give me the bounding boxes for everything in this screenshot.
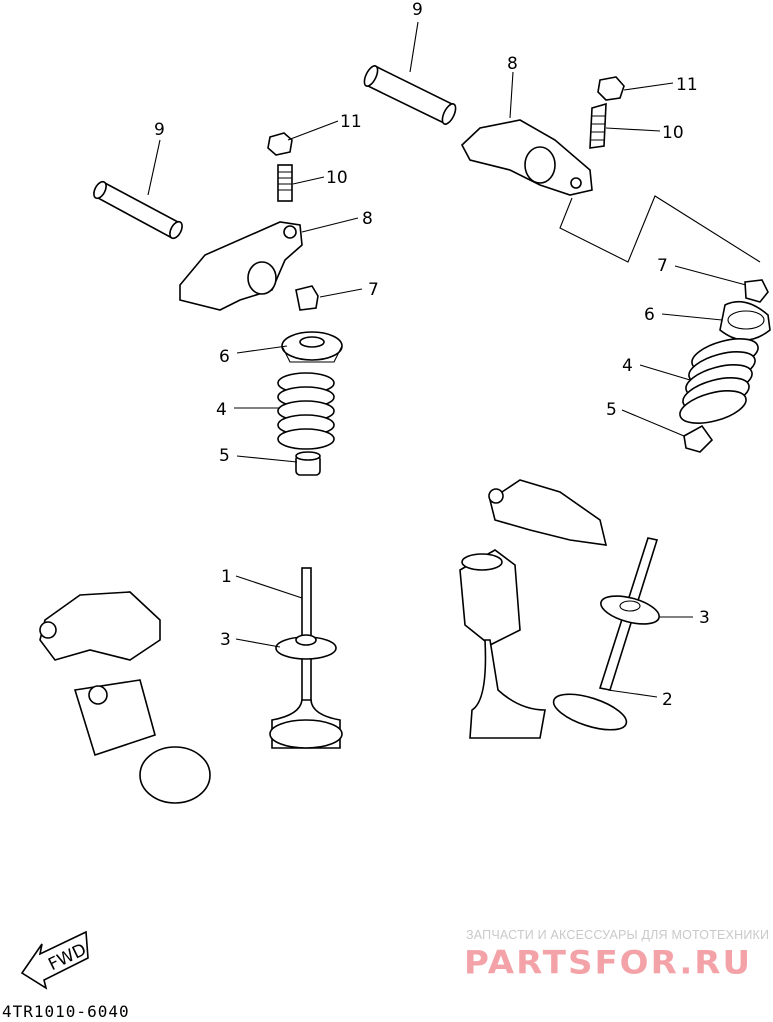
exhaust-valve: [552, 537, 659, 731]
right-locknut: [597, 76, 625, 101]
callout-rocker-arm-right: 8: [507, 54, 518, 74]
callout-intake-valve: 1: [221, 567, 232, 587]
right-shim: [600, 595, 660, 625]
callout-rocker-arm-left: 8: [362, 209, 373, 229]
leader-lines: [147, 21, 747, 698]
callout-shim-left: 3: [220, 630, 231, 650]
callout-locknut-right: 11: [676, 75, 698, 95]
callout-spring-right: 4: [622, 356, 633, 376]
right-spring-seat: [683, 424, 714, 453]
callout-cotter-left: 7: [368, 280, 379, 300]
right-rocker-pin: [363, 64, 457, 126]
callout-adjuster-right: 10: [662, 123, 684, 143]
callout-seat-left: 5: [219, 446, 230, 466]
callout-pin-left: 9: [154, 120, 165, 140]
left-valve-spring: [277, 372, 335, 450]
callout-retainer-left: 6: [219, 347, 230, 367]
watermark-tagline: ЗАПЧАСТИ И АКСЕССУАРЫ ДЛЯ МОТОТЕХНИКИ: [466, 928, 770, 942]
left-rocker-arm: [179, 221, 303, 311]
callout-seat-right: 5: [606, 400, 617, 420]
left-spring-retainer: [281, 331, 343, 363]
part-code: 4TR1010-6040: [2, 1002, 130, 1021]
watermark-brand: PARTSFOR.RU: [464, 944, 753, 982]
callout-locknut-left: 11: [340, 112, 362, 132]
left-rocker-pin: [93, 180, 183, 240]
callout-shim-right: 3: [699, 608, 710, 628]
left-locknut: [267, 132, 293, 156]
left-spring-seat: [295, 451, 321, 476]
fwd-arrow-icon: FWD: [20, 930, 90, 990]
left-assembled-head: [39, 591, 211, 804]
right-adjuster: [589, 102, 607, 149]
callout-adjuster-left: 10: [326, 168, 348, 188]
right-assembly-bracket-lines: [559, 195, 761, 263]
callout-cotter-right: 7: [657, 256, 668, 276]
callout-pin-right: 9: [412, 0, 423, 20]
right-spring-retainer: [719, 300, 771, 341]
left-adjuster: [277, 164, 293, 202]
right-valve-spring: [679, 338, 759, 424]
callout-retainer-right: 6: [644, 305, 655, 325]
right-valve-cotter: [744, 279, 769, 303]
left-valve-cotter: [295, 285, 319, 311]
right-rocker-arm: [461, 119, 593, 196]
left-shim: [275, 634, 337, 660]
right-assembled-head: [459, 479, 608, 739]
callout-spring-left: 4: [216, 400, 227, 420]
callout-exhaust-valve: 2: [662, 690, 673, 710]
